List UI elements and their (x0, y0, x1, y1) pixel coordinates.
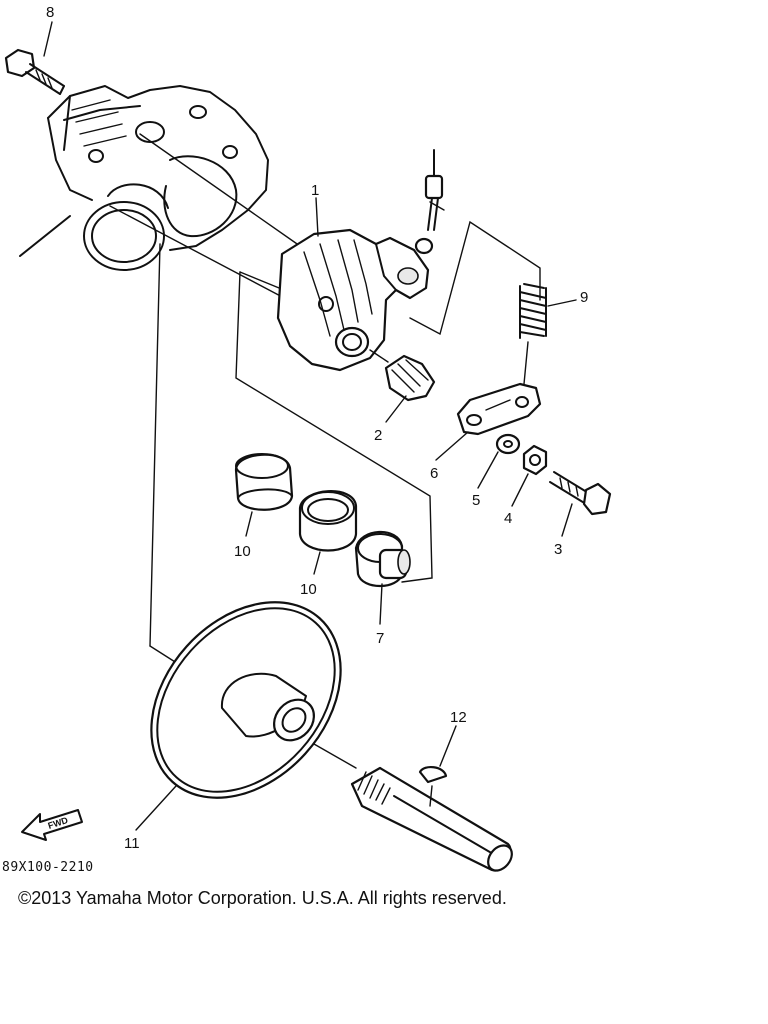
engine-housing (19, 85, 269, 257)
callout-7: 7 (376, 630, 384, 647)
part-4-nut (522, 444, 548, 476)
callout-10-upper: 10 (234, 543, 251, 560)
callout-10-lower: 10 (300, 581, 317, 598)
callout-labels: 8 1 9 2 6 5 4 3 10 10 7 12 11 (46, 4, 588, 852)
part-2-adjuster-screw (369, 349, 436, 402)
part-11-brake-disc (150, 601, 342, 799)
part-5-washer (495, 433, 521, 455)
callout-3: 3 (554, 541, 562, 558)
callout-11: 11 (124, 835, 140, 852)
o-ring-gasket (83, 201, 165, 271)
callout-6: 6 (430, 465, 438, 482)
callout-leader-lines (43, 21, 577, 831)
part-10-bushing-upper (234, 453, 294, 511)
callout-4: 4 (504, 510, 512, 527)
part-10-bushing-lower (298, 490, 358, 552)
part-7-brake-cam (354, 530, 411, 587)
copyright-notice: ©2013 Yamaha Motor Corporation. U.S.A. A… (18, 888, 507, 908)
callout-2: 2 (374, 427, 382, 444)
parts-diagram: 8 1 9 2 6 5 4 3 10 10 7 12 11 (4, 4, 612, 872)
splined-axle-shaft (350, 766, 513, 872)
part-12-woodruff-key (418, 766, 448, 807)
forward-arrow-icon: FWD (21, 809, 83, 841)
part-6-brake-lever (456, 382, 542, 436)
callout-1: 1 (311, 182, 319, 199)
callout-5: 5 (472, 492, 480, 509)
callout-8: 8 (46, 4, 54, 21)
callout-9: 9 (580, 289, 588, 306)
brake-cable (414, 149, 444, 255)
assembly-guide-lines (109, 133, 541, 769)
part-1-brake-caliper (276, 228, 430, 372)
part-8-flange-bolt (4, 48, 65, 95)
part-3-bolt (549, 471, 612, 516)
part-9-return-spring (519, 283, 547, 385)
callout-12: 12 (450, 709, 467, 726)
drawing-code: 89X100-2210 (2, 860, 94, 875)
